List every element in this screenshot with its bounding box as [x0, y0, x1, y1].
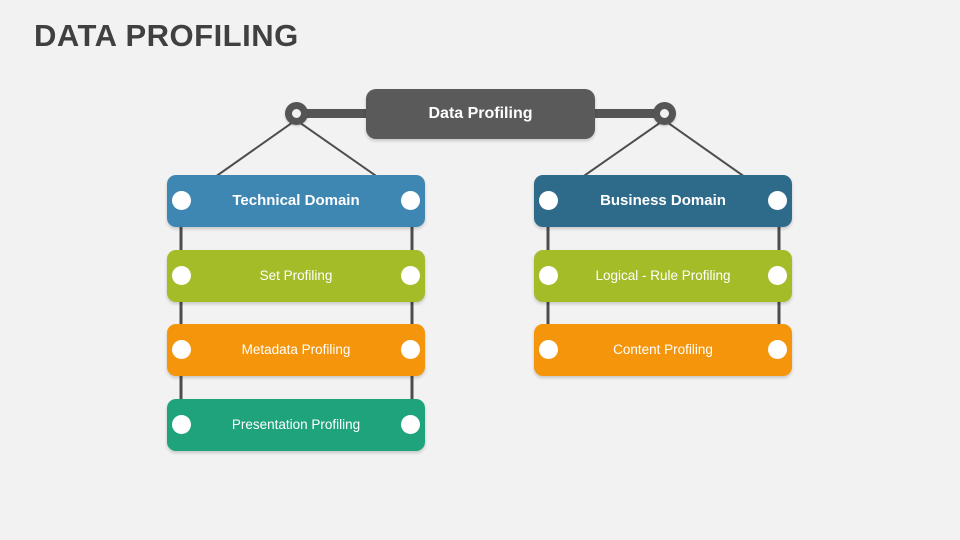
node-dot-right	[401, 191, 420, 210]
leaf-node-logical-rule-profiling[interactable]: Logical - Rule Profiling	[534, 250, 792, 302]
node-dot-right	[768, 266, 787, 285]
node-dot-right	[401, 266, 420, 285]
node-dot-left	[172, 415, 191, 434]
node-dot-left	[172, 191, 191, 210]
node-dot-left	[539, 266, 558, 285]
leaf-node-content-profiling-label: Content Profiling	[613, 341, 713, 357]
leaf-node-set-profiling-label: Set Profiling	[259, 267, 333, 283]
leaf-node-metadata-profiling[interactable]: Metadata Profiling	[167, 324, 425, 376]
branch-node-technical-domain-label: Technical Domain	[232, 191, 360, 209]
connector-ring-right	[653, 102, 676, 125]
node-dot-left	[539, 191, 558, 210]
node-dot-left	[539, 340, 558, 359]
root-node-data-profiling[interactable]: Data Profiling	[366, 89, 595, 139]
leaf-node-presentation-profiling[interactable]: Presentation Profiling	[167, 399, 425, 451]
leaf-node-metadata-profiling-label: Metadata Profiling	[241, 341, 351, 357]
node-dot-left	[172, 340, 191, 359]
node-dot-right	[768, 191, 787, 210]
node-dot-right	[401, 340, 420, 359]
node-dot-left	[172, 266, 191, 285]
page-title: DATA PROFILING	[34, 18, 299, 53]
branch-node-business-domain-label: Business Domain	[600, 191, 726, 209]
node-dot-right	[401, 415, 420, 434]
connector-ring-left	[285, 102, 308, 125]
root-node-label: Data Profiling	[428, 105, 533, 123]
node-dot-right	[768, 340, 787, 359]
branch-node-business-domain[interactable]: Business Domain	[534, 175, 792, 227]
leaf-node-set-profiling[interactable]: Set Profiling	[167, 250, 425, 302]
leaf-node-content-profiling[interactable]: Content Profiling	[534, 324, 792, 376]
leaf-node-presentation-profiling-label: Presentation Profiling	[231, 416, 361, 432]
leaf-node-logical-rule-profiling-label: Logical - Rule Profiling	[595, 267, 731, 283]
branch-node-technical-domain[interactable]: Technical Domain	[167, 175, 425, 227]
